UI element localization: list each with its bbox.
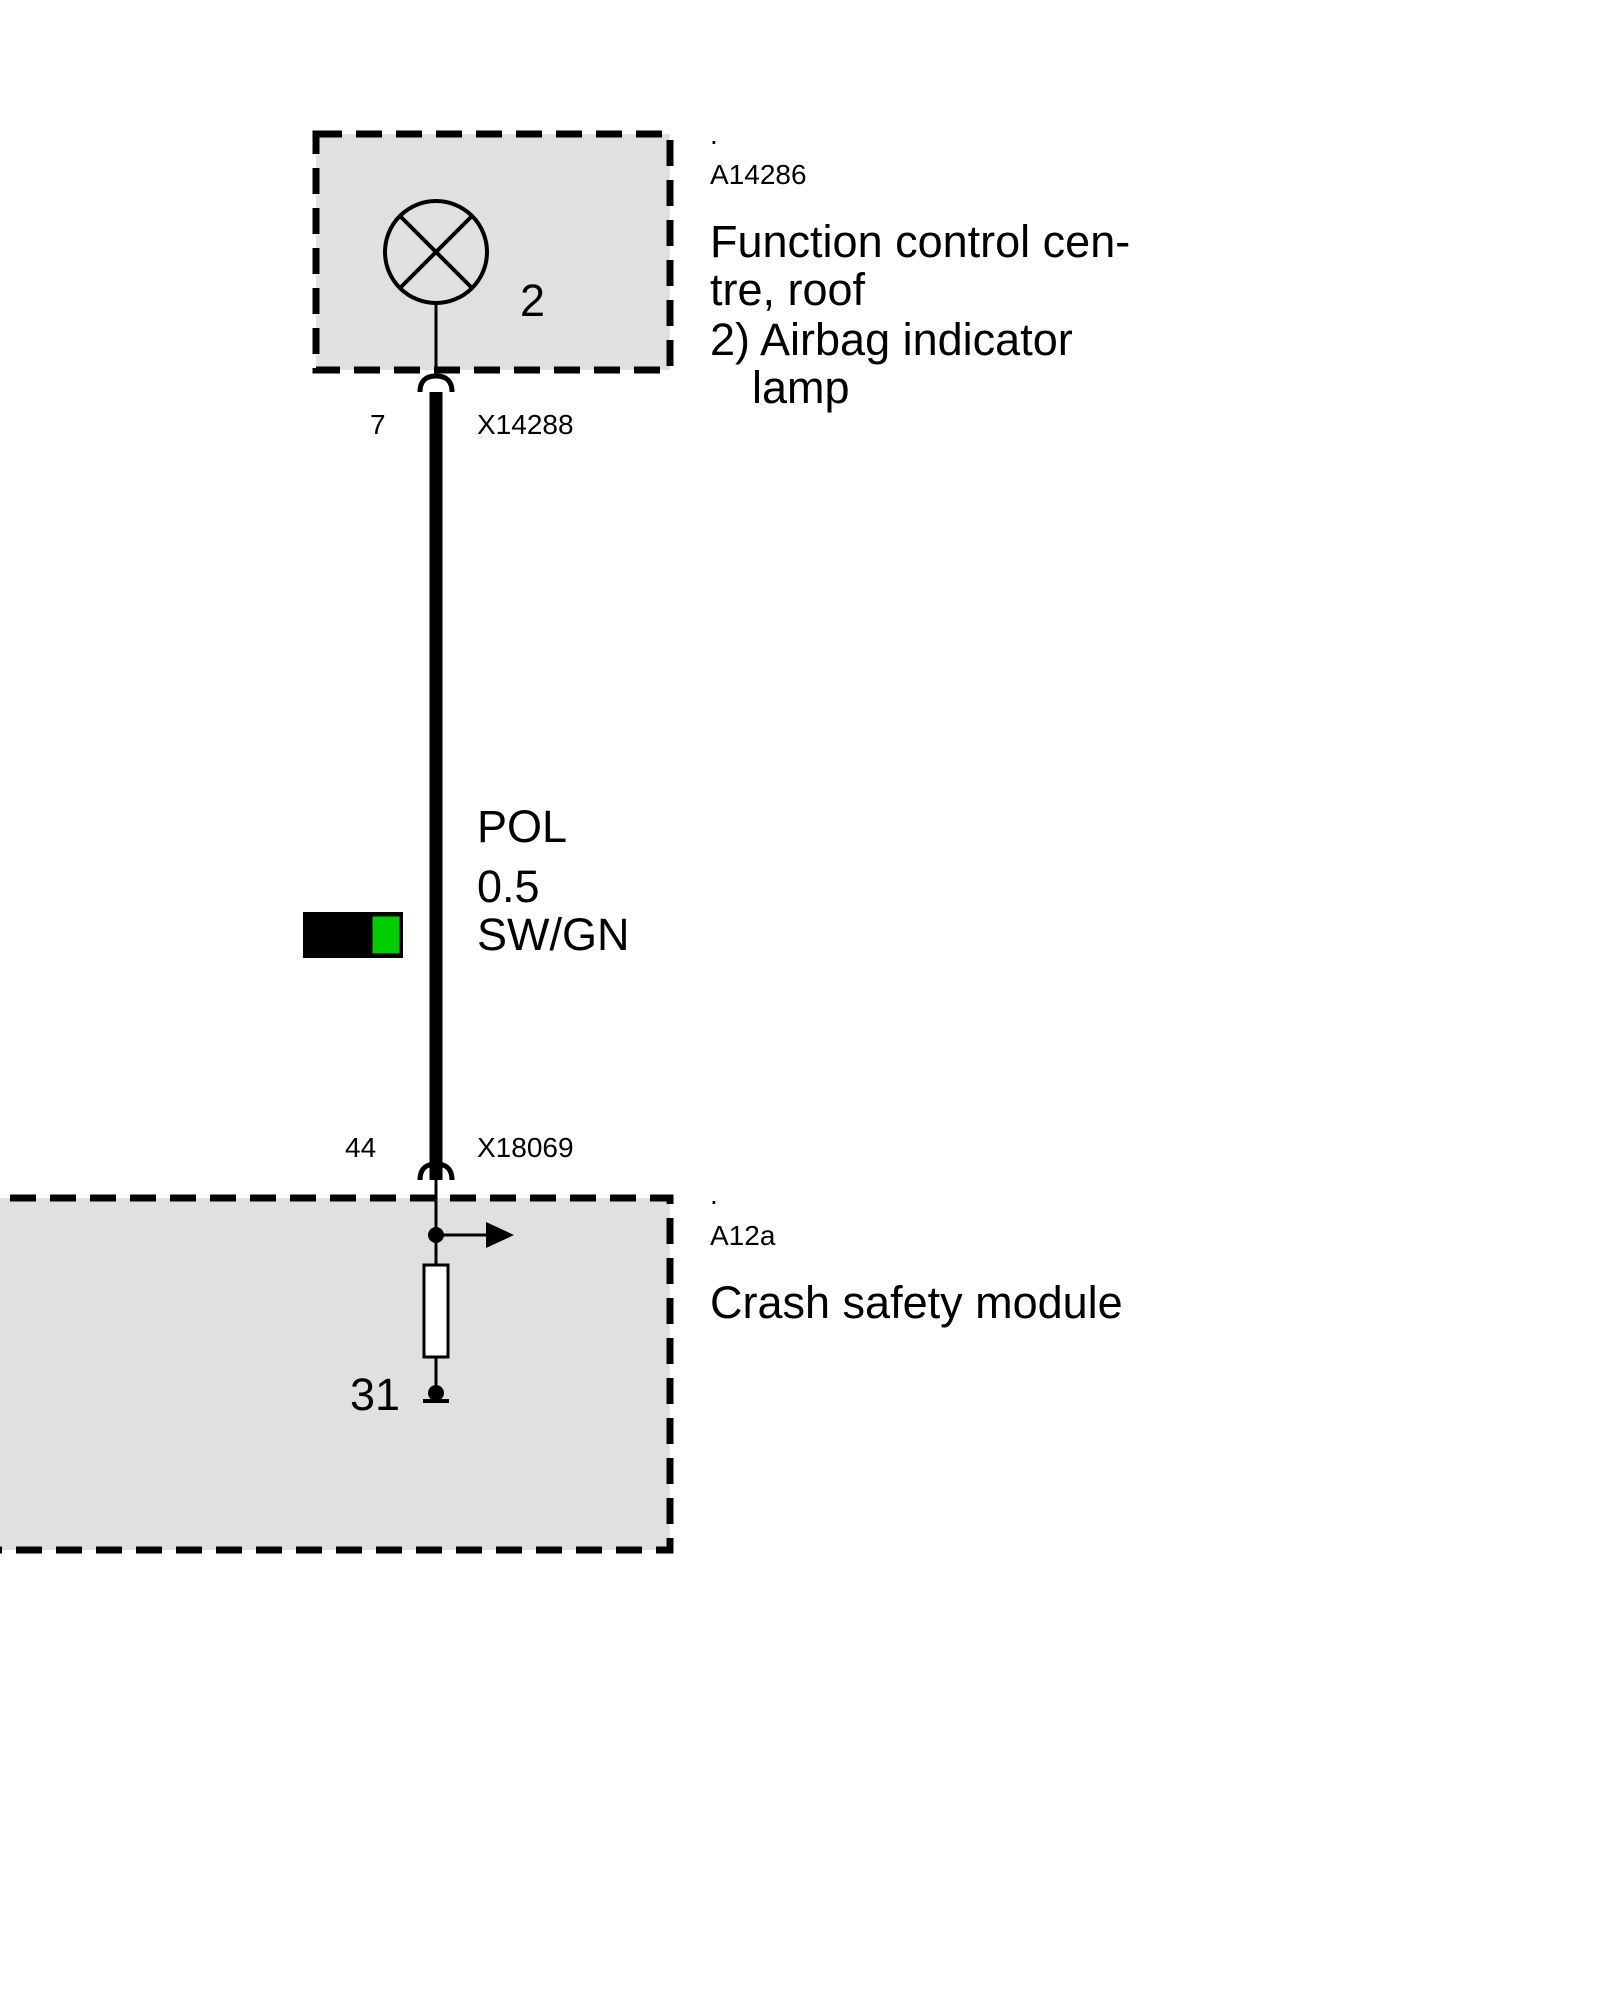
component-title-line2: tre, roof <box>710 264 866 315</box>
component-id-a12a: A12a <box>710 1220 776 1251</box>
wire-cross-section-label: 0.5 <box>477 861 540 912</box>
connector-pin-7: 7 <box>370 409 386 440</box>
wire-color-code-label: SW/GN <box>477 909 630 960</box>
connector-symbol-x14288 <box>417 373 455 393</box>
component-dot-bottom: . <box>710 1179 718 1210</box>
connector-pin-44: 44 <box>345 1132 376 1163</box>
component-title-crash-safety-module: Crash safety module <box>710 1277 1123 1328</box>
component-note-line2: lamp <box>752 362 850 413</box>
indicator-lamp-icon <box>383 199 489 372</box>
component-note-line1: 2) Airbag indicator <box>710 314 1073 365</box>
arrow-icon <box>436 1222 514 1248</box>
wire-color-swatch <box>303 912 403 958</box>
ground-icon <box>423 1385 449 1403</box>
connector-id-x18069: X18069 <box>477 1132 574 1163</box>
ground-label: 31 <box>350 1369 400 1420</box>
wire-signal-label: POL <box>477 801 567 852</box>
connector-id-x14288: X14288 <box>477 409 574 440</box>
component-id-a14286: A14286 <box>710 159 807 190</box>
component-box-a14286 <box>312 130 674 374</box>
component-box-a12a <box>0 1194 674 1554</box>
lamp-number: 2 <box>520 275 545 326</box>
connector-symbol-x18069 <box>417 1161 455 1181</box>
resistor-icon <box>422 1263 450 1359</box>
component-title-line1: Function control cen- <box>710 216 1130 267</box>
component-dot-top: . <box>710 119 718 150</box>
